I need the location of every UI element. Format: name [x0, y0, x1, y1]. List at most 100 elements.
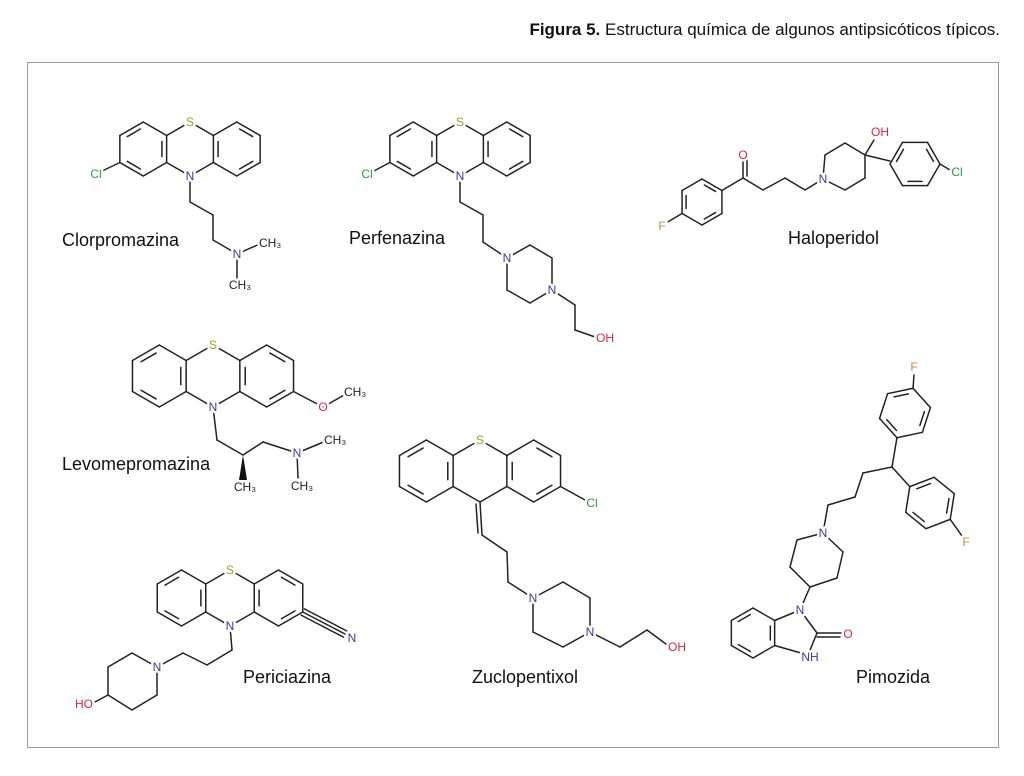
- bond: [425, 439, 454, 457]
- atom-ch3: CH₃: [259, 236, 281, 250]
- atom-o: O: [318, 400, 327, 414]
- bond: [206, 649, 233, 666]
- bond: [212, 390, 241, 408]
- bond: [895, 148, 905, 163]
- bond: [389, 121, 414, 137]
- bond: [459, 161, 485, 177]
- atom-cl: Cl: [361, 167, 372, 181]
- bond: [205, 611, 231, 627]
- bond: [885, 418, 898, 432]
- bond: [891, 436, 898, 468]
- label-haloperidol: Haloperidol: [788, 228, 879, 248]
- bond: [396, 128, 412, 138]
- bond: [844, 177, 866, 191]
- bond: [412, 121, 438, 137]
- bond: [482, 121, 508, 137]
- bond: [681, 178, 703, 192]
- bond: [398, 439, 428, 457]
- bond: [265, 344, 295, 362]
- bond: [904, 485, 911, 514]
- bond: [126, 160, 142, 170]
- bond: [164, 576, 180, 586]
- bond: [559, 485, 586, 501]
- atom-ho: HO: [75, 697, 93, 711]
- bond: [165, 121, 191, 137]
- bond: [949, 492, 956, 521]
- bond: [229, 611, 255, 627]
- atom-f: F: [910, 360, 917, 374]
- bond: [322, 393, 347, 408]
- bond: [482, 241, 508, 259]
- bond: [878, 417, 898, 439]
- bond: [737, 643, 752, 653]
- bond: [119, 121, 144, 137]
- bond: [277, 569, 304, 585]
- bond: [919, 410, 926, 427]
- figure-caption-text: Estructura química de algunos antipsicót…: [600, 20, 1000, 39]
- atom-n: N: [796, 603, 805, 617]
- bond: [619, 629, 648, 648]
- bond: [737, 613, 752, 623]
- bond: [140, 389, 157, 400]
- bond: [269, 389, 286, 400]
- bond: [742, 177, 764, 191]
- bond: [156, 652, 184, 668]
- bond: [142, 121, 168, 137]
- atom-n: N: [529, 591, 538, 605]
- bond: [912, 374, 915, 390]
- bond: [412, 161, 438, 177]
- bond: [799, 609, 818, 634]
- bond: [156, 611, 183, 627]
- bond: [508, 128, 524, 138]
- bond: [131, 694, 158, 711]
- bond: [189, 121, 215, 137]
- bond: [773, 644, 809, 656]
- bond: [119, 161, 144, 177]
- label-perfenazina: Perfenazina: [349, 228, 446, 248]
- bond: [253, 611, 280, 627]
- bond: [532, 631, 564, 648]
- atom-s: S: [476, 433, 484, 447]
- bond: [784, 177, 806, 191]
- bond: [762, 177, 786, 191]
- bond: [836, 551, 844, 579]
- atom-ch3: CH₃: [291, 479, 313, 493]
- bond: [459, 121, 485, 137]
- bond: [506, 289, 531, 304]
- bond: [551, 289, 576, 306]
- bond: [507, 581, 534, 599]
- bond: [475, 503, 479, 534]
- atom-n: N: [209, 400, 218, 414]
- bond: [506, 439, 535, 457]
- atom-n: N: [819, 526, 828, 540]
- atom-ch3: CH₃: [344, 385, 366, 399]
- atom-s: S: [209, 338, 217, 352]
- bond: [459, 201, 484, 216]
- bond: [140, 352, 157, 363]
- atom-s: S: [226, 563, 234, 577]
- bond: [506, 121, 531, 137]
- atom-n: N: [186, 169, 195, 183]
- bond: [529, 244, 553, 259]
- bond: [904, 511, 927, 530]
- figure-frame: [27, 62, 999, 748]
- bond: [229, 569, 255, 585]
- bond: [925, 148, 935, 163]
- bond: [398, 485, 428, 503]
- bond: [479, 501, 483, 536]
- bond: [301, 611, 346, 635]
- bond: [925, 518, 951, 530]
- atom-n: N: [819, 172, 828, 186]
- bond: [912, 387, 932, 409]
- bond: [508, 160, 524, 170]
- bond: [506, 244, 531, 259]
- bond: [827, 496, 856, 506]
- bond: [156, 569, 183, 585]
- bond: [107, 652, 133, 668]
- bond: [435, 161, 461, 177]
- bond: [532, 581, 564, 599]
- bond: [730, 607, 754, 622]
- atom-cl: Cl: [90, 167, 101, 181]
- bond: [142, 161, 168, 177]
- bond: [126, 128, 142, 138]
